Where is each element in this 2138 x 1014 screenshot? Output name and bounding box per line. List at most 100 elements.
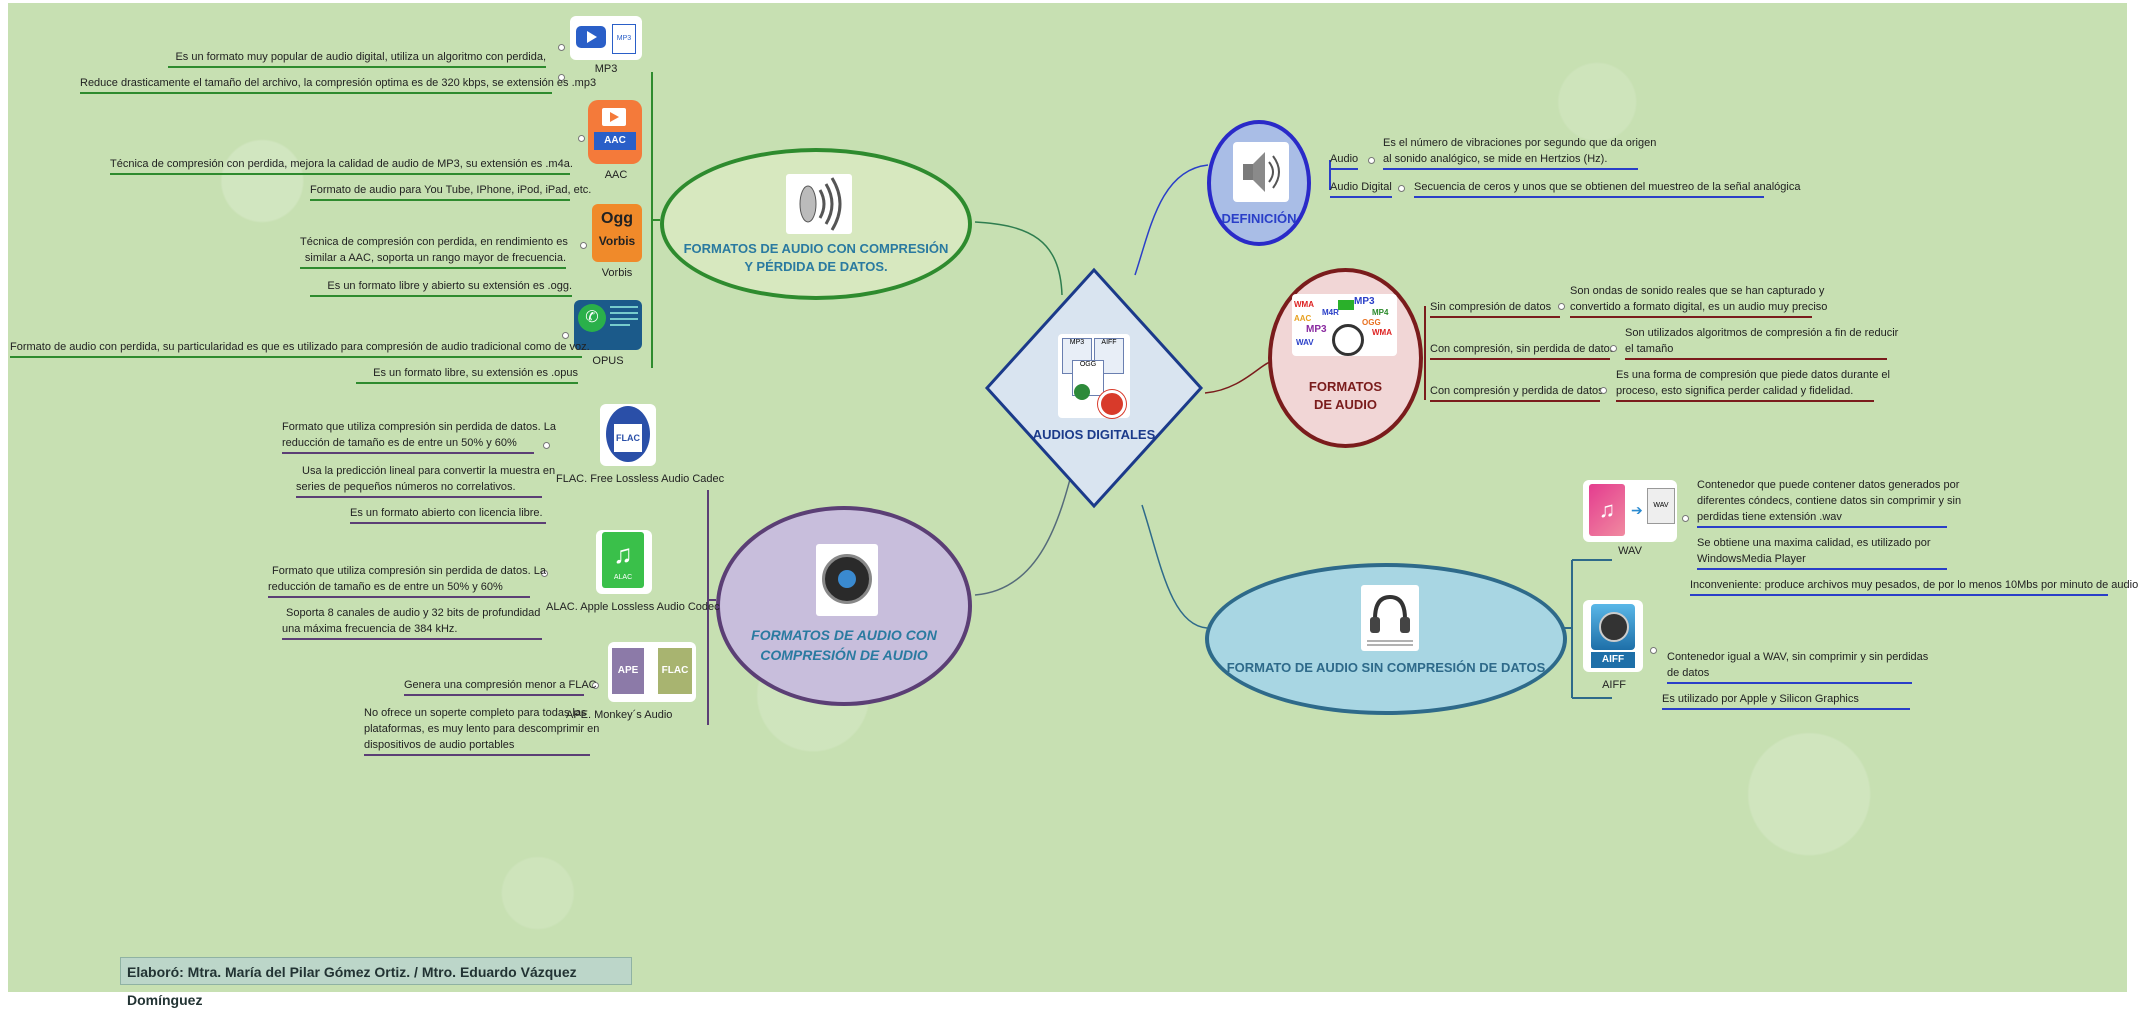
connector-dot <box>562 332 569 339</box>
con-compresion-title-1: FORMATOS DE AUDIO CON <box>751 627 937 643</box>
ape-desc-2-line-2: plataformas, es muy lento para descompri… <box>364 723 600 735</box>
ape-desc-2-line-3: dispositivos de audio portables <box>364 738 590 756</box>
vorbis-desc-1-line-1: Técnica de compresión con perdida, en re… <box>300 236 568 248</box>
mp3-label: MP3 <box>594 63 618 75</box>
vorbis-icon: Ogg Vorbis <box>592 204 642 262</box>
def-audio-desc-2: al sonido analógico, se mide en Hertzios… <box>1383 152 1638 170</box>
perdida-title-2: Y PÉRDIDA DE DATOS. <box>744 259 888 274</box>
sin-compresion-title: FORMATO DE AUDIO SIN COMPRESIÓN DE DATOS <box>1226 660 1546 675</box>
mp3-desc-1: Es un formato muy popular de audio digit… <box>168 50 546 68</box>
aiff-label: AIFF <box>1602 679 1626 691</box>
alac-desc-2-line-2: una máxima frecuencia de 384 kHz. <box>282 622 542 640</box>
author-footer: Elaboró: Mtra. María del Pilar Gómez Ort… <box>120 957 632 1008</box>
connector-dot <box>1398 185 1405 192</box>
flac-desc-2-line-2: series de pequeños números no correlativ… <box>296 480 542 498</box>
mind-map-canvas: MP3 AIFF OGG AUDIOS DIGITALES DEFINICIÓN… <box>8 3 2138 1008</box>
formatos-item-3-label: Con compresión y perdida de datos <box>1430 384 1604 402</box>
alac-desc-2-line-1: Soporta 8 canales de audio y 32 bits de … <box>286 607 541 619</box>
aac-icon-text: AAC <box>594 132 636 150</box>
sin-compresion-node[interactable]: FORMATO DE AUDIO SIN COMPRESIÓN DE DATOS <box>1205 563 1567 715</box>
connector-dot <box>543 442 550 449</box>
ape-desc-2-line-1: No ofrece un soperte completo para todas… <box>364 707 587 719</box>
vorbis-icon-text-2: Vorbis <box>598 234 636 248</box>
wav-desc-1-line-2: diferentes cóndecs, contiene datos sin c… <box>1697 495 1962 507</box>
headphones-icon <box>1361 585 1419 651</box>
aac-icon: AAC <box>588 100 642 164</box>
speaker-icon <box>786 174 852 234</box>
formatos-item-2-desc-1: Son utilizados algoritmos de compresión … <box>1625 327 1899 339</box>
vorbis-label: Vorbis <box>601 267 633 279</box>
perdida-node[interactable]: FORMATOS DE AUDIO CON COMPRESIÓN Y PÉRDI… <box>660 148 972 300</box>
wav-icon: ♫ ➔ WAV <box>1583 480 1677 542</box>
flac-icon-text: FLAC <box>614 424 642 452</box>
center-icon: MP3 AIFF OGG <box>1058 334 1130 418</box>
ape-label: APE. Monkey´s Audio <box>566 709 673 721</box>
center-node[interactable]: MP3 AIFF OGG AUDIOS DIGITALES <box>983 266 1205 510</box>
flac-desc-2-line-1: Usa la predicción lineal para convertir … <box>302 465 556 477</box>
format-label: M4R <box>1322 308 1339 317</box>
aiff-desc-2: Es utilizado por Apple y Silicon Graphic… <box>1662 692 1910 710</box>
ape-desc-1: Genera una compresión menor a FLAC <box>404 678 597 696</box>
opus-desc-1: Formato de audio con perdida, su particu… <box>10 340 590 358</box>
flac-desc-1-line-1: Formato que utiliza compresión sin perdi… <box>282 421 556 433</box>
alac-icon-text: ALAC <box>613 574 633 581</box>
ape-icon-text-1: APE <box>612 648 644 694</box>
connector-dot <box>592 682 599 689</box>
formatos-title-2: DE AUDIO <box>1313 397 1378 412</box>
aiff-desc-1-line-1: Contenedor igual a WAV, sin comprimir y … <box>1667 651 1929 663</box>
aac-label: AAC <box>604 169 628 181</box>
connector-dot <box>1610 345 1617 352</box>
format-label: AAC <box>1294 314 1312 323</box>
format-label: WMA <box>1372 328 1392 337</box>
aac-desc-2: Formato de audio para You Tube, IPhone, … <box>310 183 591 201</box>
alac-icon: ♫ ALAC <box>596 530 652 594</box>
con-compresion-title-2: COMPRESIÓN DE AUDIO <box>760 647 928 663</box>
alac-desc-1-line-1: Formato que utiliza compresión sin perdi… <box>272 565 546 577</box>
connector-dot <box>578 135 585 142</box>
formatos-item-3-desc-1: Es una forma de compresión que piede dat… <box>1616 369 1890 381</box>
opus-desc-2: Es un formato libre, su extensión es .op… <box>356 366 578 384</box>
format-label: WAV <box>1296 338 1314 347</box>
mp3-icon-text: MP3 <box>612 24 636 54</box>
def-digital-label: Audio Digital <box>1330 180 1392 198</box>
def-audio-desc-1: Es el número de vibraciones por segundo … <box>1383 137 1657 149</box>
formats-collage-icon: WMA MP3 M4R MP4 AAC MP3 OGG WAV WMA <box>1292 294 1397 356</box>
formatos-node[interactable]: WMA MP3 M4R MP4 AAC MP3 OGG WAV WMA FORM… <box>1268 268 1423 448</box>
formatos-item-1-label: Sin compresión de datos <box>1430 300 1560 318</box>
connector-dot <box>541 570 548 577</box>
wav-desc-2-line-2: WindowsMedia Player <box>1697 552 1947 570</box>
mp3-desc-2: Reduce drasticamente el tamaño del archi… <box>80 76 596 94</box>
flac-desc-1-line-2: reducción de tamaño es de entre un 50% y… <box>282 436 534 454</box>
wav-desc-2-line-1: Se obtiene una maxima calidad, es utiliz… <box>1697 537 1931 549</box>
connector-dot <box>558 44 565 51</box>
formatos-item-1-desc-2: convertido a formato digital, es un audi… <box>1570 300 1827 318</box>
ape-icon: APE FLAC <box>608 642 696 702</box>
aiff-icon: AIFF <box>1583 600 1643 672</box>
flac-icon: FLAC <box>600 404 656 466</box>
definicion-node[interactable]: DEFINICIÓN <box>1207 120 1311 246</box>
aiff-icon-text: AIFF <box>1591 652 1635 668</box>
formatos-item-3-desc-2: proceso, esto significa perder calidad y… <box>1616 384 1874 402</box>
wav-desc-1-line-1: Contenedor que puede contener datos gene… <box>1697 479 1960 491</box>
connector-lines <box>651 72 1612 725</box>
background <box>8 3 2127 992</box>
con-compresion-node[interactable]: FORMATOS DE AUDIO CON COMPRESIÓN DE AUDI… <box>716 506 972 706</box>
connector-dot <box>558 74 565 81</box>
def-audio-label: Audio <box>1330 152 1359 170</box>
connector-dot <box>1682 515 1689 522</box>
vorbis-desc-1-line-2: similar a AAC, soporta un rango mayor de… <box>300 251 566 269</box>
connector-dot <box>1650 647 1657 654</box>
opus-label: OPUS <box>592 355 624 367</box>
vorbis-icon-text-1: Ogg <box>601 210 633 227</box>
format-label: OGG <box>1362 318 1381 327</box>
alac-label: ALAC. Apple Lossless Audio Codec <box>546 601 720 613</box>
music-disc-icon <box>816 544 878 616</box>
opus-icon: ✆ <box>574 300 642 350</box>
formatos-item-2-label: Con compresión, sin perdida de datos <box>1430 342 1615 360</box>
perdida-title-1: FORMATOS DE AUDIO CON COMPRESIÓN <box>683 241 949 256</box>
format-label: MP4 <box>1372 308 1389 317</box>
formatos-title-1: FORMATOS <box>1308 379 1383 394</box>
format-label: MP3 <box>1306 324 1327 335</box>
mp3-icon: MP3 <box>570 16 642 60</box>
wav-label: WAV <box>1618 545 1642 557</box>
